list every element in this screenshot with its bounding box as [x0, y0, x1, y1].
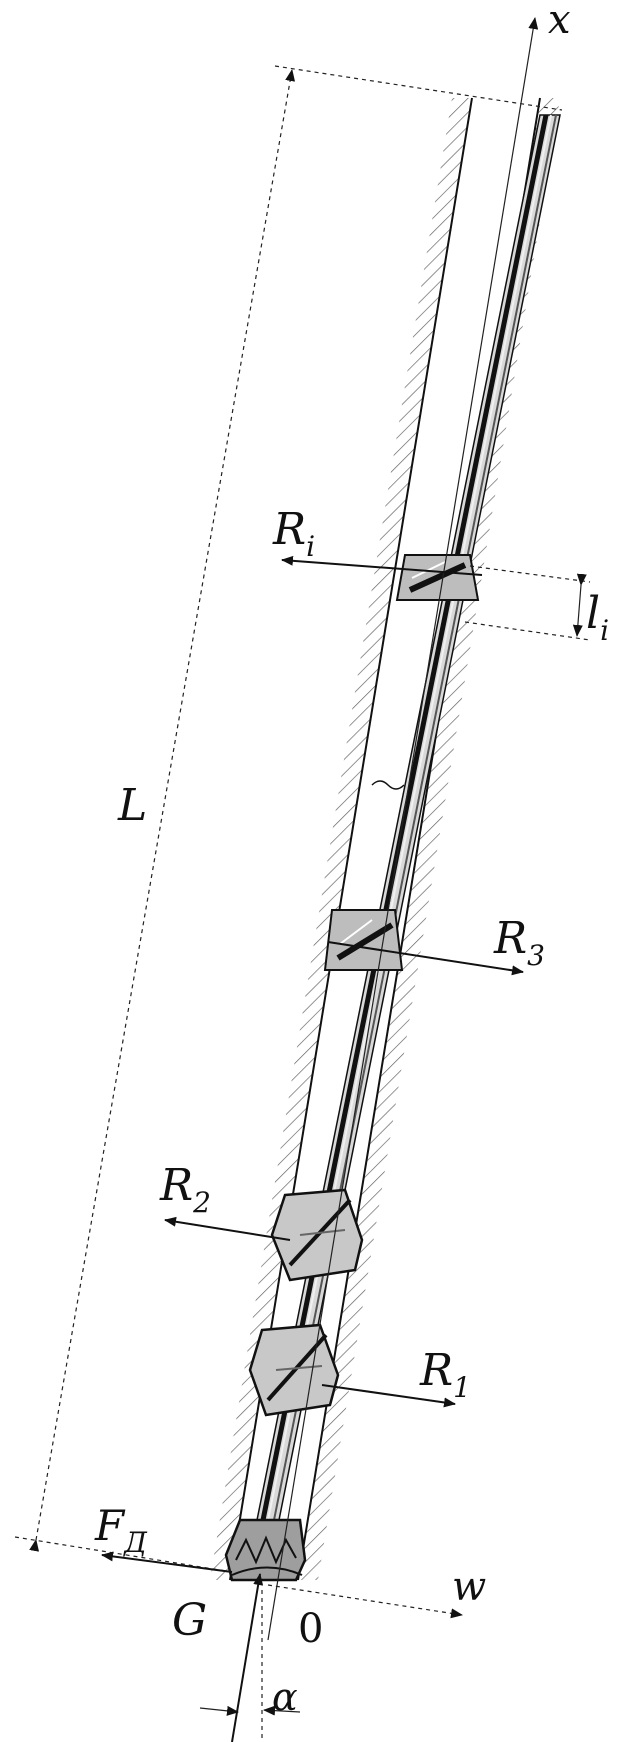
stabilizer-2 [270, 1188, 364, 1282]
force-r-i-label: Ri [272, 504, 315, 563]
right-wall-hatching [298, 98, 560, 1580]
li-ext-top [469, 565, 591, 583]
x-axis [267, 17, 539, 1641]
angle-arrow-left [199, 1705, 239, 1716]
drill-string [254, 114, 561, 1531]
length-ext-top [274, 65, 563, 111]
li-dimension-line [572, 573, 587, 637]
angle-arrow-right [263, 1705, 301, 1716]
x-axis-label: x [548, 0, 571, 43]
force-r1-label: R1 [419, 1345, 471, 1404]
force-r-i-arrow [281, 555, 483, 576]
gravity-label: G [172, 1595, 207, 1646]
li-label: li [586, 588, 609, 647]
stabilizer-1 [248, 1323, 340, 1417]
force-r1-arrow [321, 1384, 456, 1408]
drill-bit [224, 1518, 307, 1582]
centralizer-3 [323, 909, 404, 971]
force-fd-label: FД [94, 1501, 148, 1559]
li-ext-bottom [464, 621, 591, 641]
w-axis [267, 1584, 463, 1619]
angle-label: α [272, 1675, 298, 1719]
force-r2-label: R2 [159, 1160, 211, 1219]
origin-label: 0 [298, 1606, 323, 1652]
w-axis-label: w [452, 1564, 486, 1610]
force-fd-arrow [101, 1551, 233, 1573]
length-label: L [117, 780, 147, 831]
force-r3-arrow [327, 941, 524, 976]
force-r2-arrow [164, 1216, 291, 1241]
pipe-break-mark [371, 780, 405, 790]
force-g-arrow [231, 1573, 264, 1742]
centralizer-i [395, 554, 480, 601]
force-r3-label: R3 [493, 913, 545, 972]
length-dimension-line [29, 69, 296, 1552]
